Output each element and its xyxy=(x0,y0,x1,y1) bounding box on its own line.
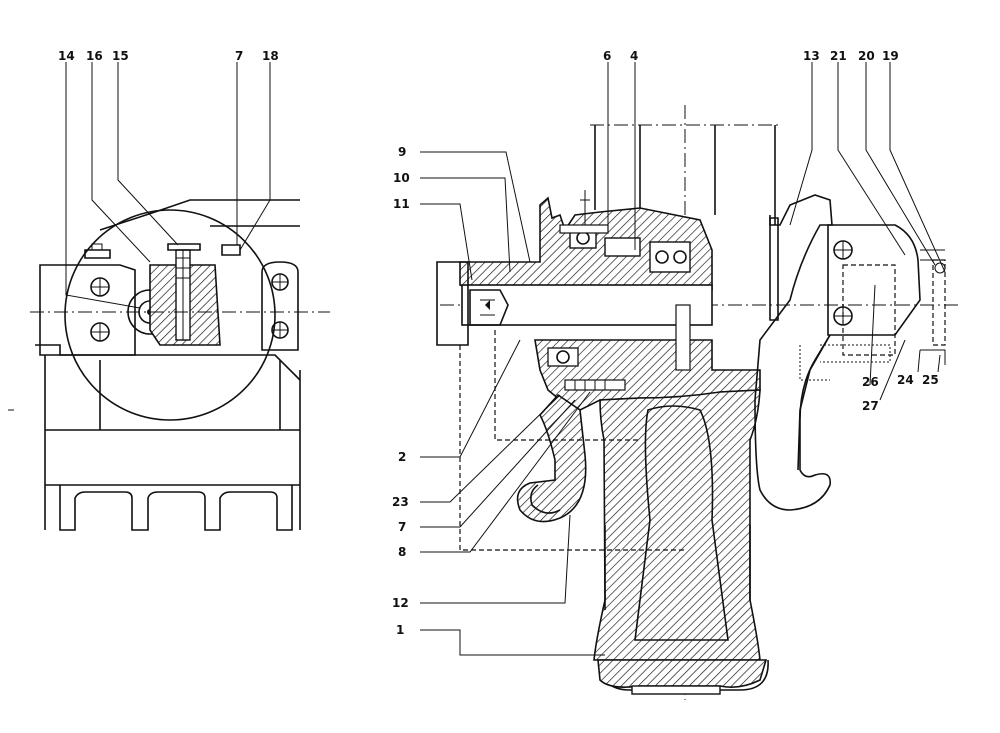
callout-6: 6 xyxy=(603,49,611,63)
callout-8: 8 xyxy=(398,545,406,559)
callout-9: 9 xyxy=(398,145,406,159)
callout-1: 1 xyxy=(396,623,404,637)
left-side-view: 14 16 15 7 18 xyxy=(30,49,330,531)
callout-19: 19 xyxy=(882,49,899,63)
callout-20: 20 xyxy=(858,49,875,63)
nut-7 xyxy=(221,244,241,256)
callout-11: 11 xyxy=(393,197,410,211)
callout-14: 14 xyxy=(58,49,75,63)
callout-4: 4 xyxy=(630,49,638,63)
callout-18: 18 xyxy=(262,49,279,63)
flange-disc xyxy=(64,209,276,421)
arm-cavity xyxy=(634,405,729,641)
right-lug xyxy=(261,261,299,351)
callout-13: 13 xyxy=(803,49,820,63)
callout-27: 27 xyxy=(862,399,879,413)
arm-foot xyxy=(597,659,768,688)
drive-shaft xyxy=(461,284,713,326)
right-section-view: 9 10 11 2 23 7 8 12 1 6 4 13 21 20 19 26… xyxy=(392,49,960,700)
callout-24: 24 xyxy=(897,373,914,387)
callout-12: 12 xyxy=(392,596,409,610)
callout-15: 15 xyxy=(112,49,129,63)
arm-casting-1 xyxy=(593,389,761,661)
callout-16: 16 xyxy=(86,49,103,63)
callout-26: 26 xyxy=(862,375,879,389)
hook-12 xyxy=(516,393,587,523)
side-plate xyxy=(827,224,921,336)
callout-25: 25 xyxy=(922,373,939,387)
bolt-head xyxy=(167,243,201,251)
hook-13 xyxy=(754,194,833,511)
callout-21: 21 xyxy=(830,49,847,63)
callout-23: 23 xyxy=(392,495,409,509)
nut-left xyxy=(84,249,111,259)
shaft-end-cap xyxy=(436,261,469,346)
cooling-fins xyxy=(59,485,293,531)
callout-7-right: 7 xyxy=(398,520,406,534)
mounting-bracket xyxy=(39,264,136,356)
callout-7-left: 7 xyxy=(235,49,243,63)
callout-2: 2 xyxy=(398,450,406,464)
callout-10: 10 xyxy=(393,171,410,185)
